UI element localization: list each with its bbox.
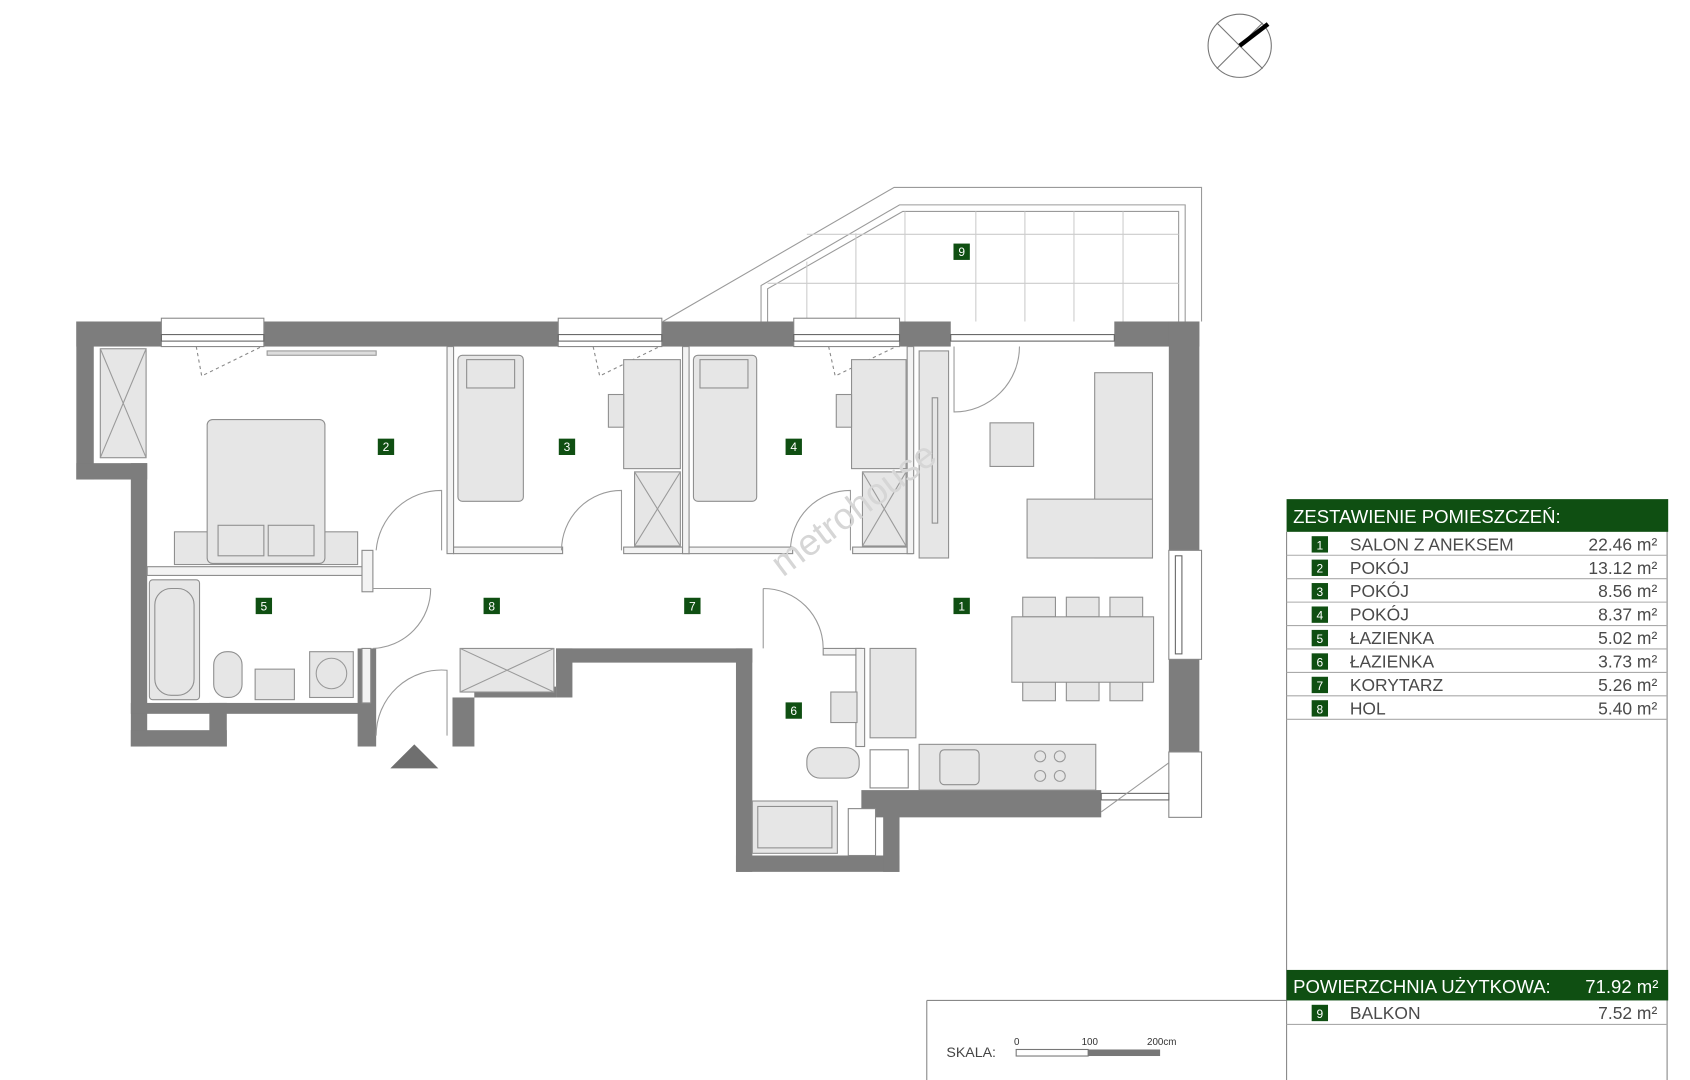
room-name: ŁAZIENKA: [1350, 652, 1435, 672]
table-row: 8 HOL 5.40 m²: [1286, 698, 1668, 720]
room-name: POKÓJ: [1350, 557, 1409, 578]
room-area: 22.46 m²: [1588, 534, 1657, 554]
room-number-badge: 9: [953, 243, 970, 260]
room-number: 1: [1316, 538, 1323, 552]
room-number-badge: 4: [785, 438, 802, 455]
scale-bar: SKALA: 0 100 200cm: [946, 1037, 1176, 1061]
scale-tick-100: 100: [1082, 1037, 1099, 1048]
room-number: 2: [1316, 562, 1323, 576]
entrance-arrow-icon: [390, 744, 439, 769]
room-number: 1: [958, 599, 965, 613]
room-number: 7: [689, 599, 696, 613]
room-name: HOL: [1350, 698, 1386, 718]
total-area-value: 71.92 m²: [1585, 976, 1658, 997]
room-summary-table: ZESTAWIENIE POMIESZCZEŃ: 1 SALON Z ANEKSE…: [926, 499, 1669, 1080]
table-row: 6 ŁAZIENKA 3.73 m²: [1286, 652, 1668, 673]
windows: [160, 317, 1203, 818]
balcony-number: 9: [1316, 1007, 1323, 1021]
balcony: [662, 186, 1203, 322]
room-name: SALON Z ANEKSEM: [1350, 534, 1514, 554]
table-row: 4 POKÓJ 8.37 m²: [1286, 604, 1668, 627]
scale-label: SKALA:: [946, 1045, 996, 1061]
table-row: 3 POKÓJ 8.56 m²: [1286, 580, 1668, 603]
furniture: [99, 348, 1155, 854]
room-number: 8: [1316, 702, 1323, 716]
room-number: 4: [790, 440, 797, 454]
room-name: ŁAZIENKA: [1350, 628, 1435, 648]
balcony-name: BALKON: [1350, 1003, 1421, 1023]
balcony-area: 7.52 m²: [1598, 1003, 1657, 1023]
room-area: 5.26 m²: [1598, 675, 1657, 695]
room-name: KORYTARZ: [1350, 675, 1444, 695]
room-name: POKÓJ: [1350, 604, 1409, 625]
room-number: 5: [261, 599, 268, 613]
walls: [76, 321, 1200, 872]
room-number: 9: [958, 245, 965, 259]
room-number-badge: 3: [558, 438, 576, 455]
table-title: ZESTAWIENIE POMIESZCZEŃ:: [1293, 506, 1561, 527]
room-area: 13.12 m²: [1588, 558, 1657, 578]
doors: [372, 489, 1170, 813]
room-number-badge: 2: [377, 438, 395, 455]
total-area-label: POWIERZCHNIA UŻYTKOWA:: [1293, 976, 1551, 997]
north-compass-icon: [1207, 13, 1272, 78]
room-number: 8: [488, 599, 495, 613]
room-area: 5.02 m²: [1598, 628, 1657, 648]
room-number: 6: [1316, 655, 1323, 669]
room-number: 2: [383, 440, 390, 454]
room-number: 7: [1316, 679, 1323, 693]
table-row: 7 KORYTARZ 5.26 m²: [1286, 675, 1668, 697]
room-number-badge: 6: [785, 702, 802, 719]
room-name: POKÓJ: [1350, 580, 1409, 601]
scale-tick-200: 200cm: [1147, 1037, 1176, 1048]
room-badges: 1 2 3 4 5 6 7 8 9: [255, 243, 970, 719]
room-number-badge: 8: [483, 597, 500, 615]
room-number: 4: [1316, 609, 1323, 623]
partitions: [146, 346, 915, 748]
room-area: 3.73 m²: [1598, 652, 1657, 672]
room-number: 5: [1316, 632, 1323, 646]
room-number: 3: [564, 440, 571, 454]
room-area: 8.37 m²: [1598, 605, 1657, 625]
room-number-badge: 7: [684, 597, 701, 615]
table-row: 2 POKÓJ 13.12 m²: [1286, 557, 1668, 580]
room-number-badge: 5: [255, 597, 273, 615]
room-number: 6: [790, 704, 797, 718]
room-number: 3: [1316, 585, 1323, 599]
table-row: 5 ŁAZIENKA 5.02 m²: [1286, 628, 1668, 650]
room-area: 8.56 m²: [1598, 581, 1657, 601]
room-number-badge: 1: [953, 597, 970, 615]
table-row: 1 SALON Z ANEKSEM 22.46 m²: [1286, 534, 1668, 556]
room-area: 5.40 m²: [1598, 698, 1657, 718]
scale-tick-0: 0: [1014, 1037, 1020, 1048]
